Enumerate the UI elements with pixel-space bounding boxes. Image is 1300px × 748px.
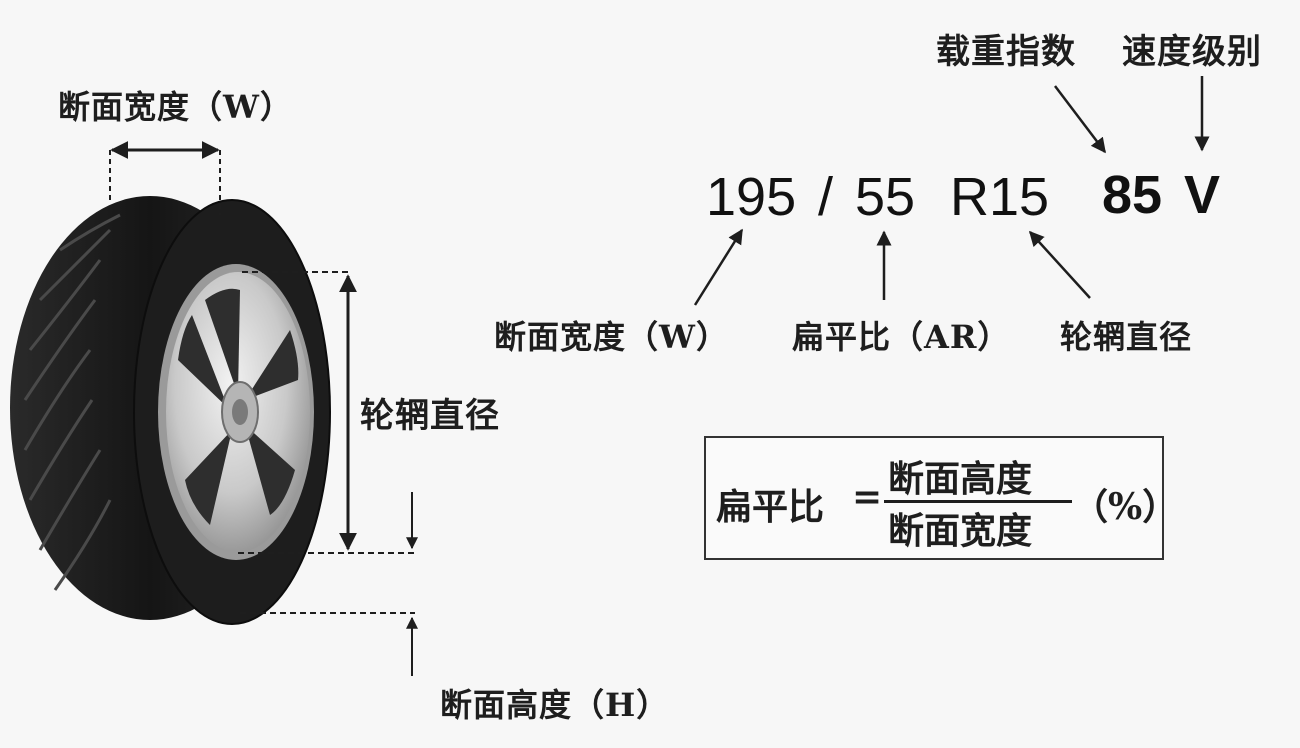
rim-code-label: 轮辋直径: [1060, 318, 1193, 356]
width-code-label: 断面宽度（W）: [494, 318, 729, 356]
formula-lhs: 扁平比: [716, 486, 825, 528]
formula-fraction-bar: [884, 500, 1072, 503]
formula-equals: =: [852, 476, 883, 518]
tire-section-height-label: 断面高度（H）: [440, 686, 670, 724]
size-code-aspect: 55: [855, 167, 916, 227]
size-code-slash: /: [818, 167, 834, 227]
load-index-arrow: [1054, 85, 1106, 154]
rim-code-arrow: [1028, 230, 1091, 299]
rim-spoke-gaps: [178, 288, 299, 525]
tire-wheel-icon: [10, 196, 331, 625]
speed-rating-label: 速度级别: [1122, 32, 1262, 72]
load-index-label: 载重指数: [936, 32, 1076, 72]
formula-unit: （%）: [1072, 486, 1179, 528]
formula-numerator: 断面高度: [888, 458, 1033, 500]
section-width-guides: [109, 150, 221, 215]
size-code-rim: R15: [950, 167, 1050, 227]
size-code-width: 195: [706, 167, 797, 227]
width-code-arrow: [693, 228, 744, 306]
size-code-speed: V: [1184, 165, 1221, 225]
rim-center-cap: [232, 399, 248, 425]
aspect-ratio-formula: 扁平比 = 断面高度 断面宽度 （%）: [704, 436, 1178, 560]
aspect-code-label: 扁平比（AR）: [792, 318, 1011, 356]
tire-rim-diameter-label: 轮辋直径: [360, 396, 500, 436]
tread-pattern: [23, 213, 121, 591]
formula-denominator: 断面宽度: [888, 510, 1033, 552]
tire-section-width-label: 断面宽度（W）: [58, 88, 293, 126]
size-code-load: 85: [1102, 165, 1163, 225]
rim-diameter-guides: [238, 271, 415, 614]
